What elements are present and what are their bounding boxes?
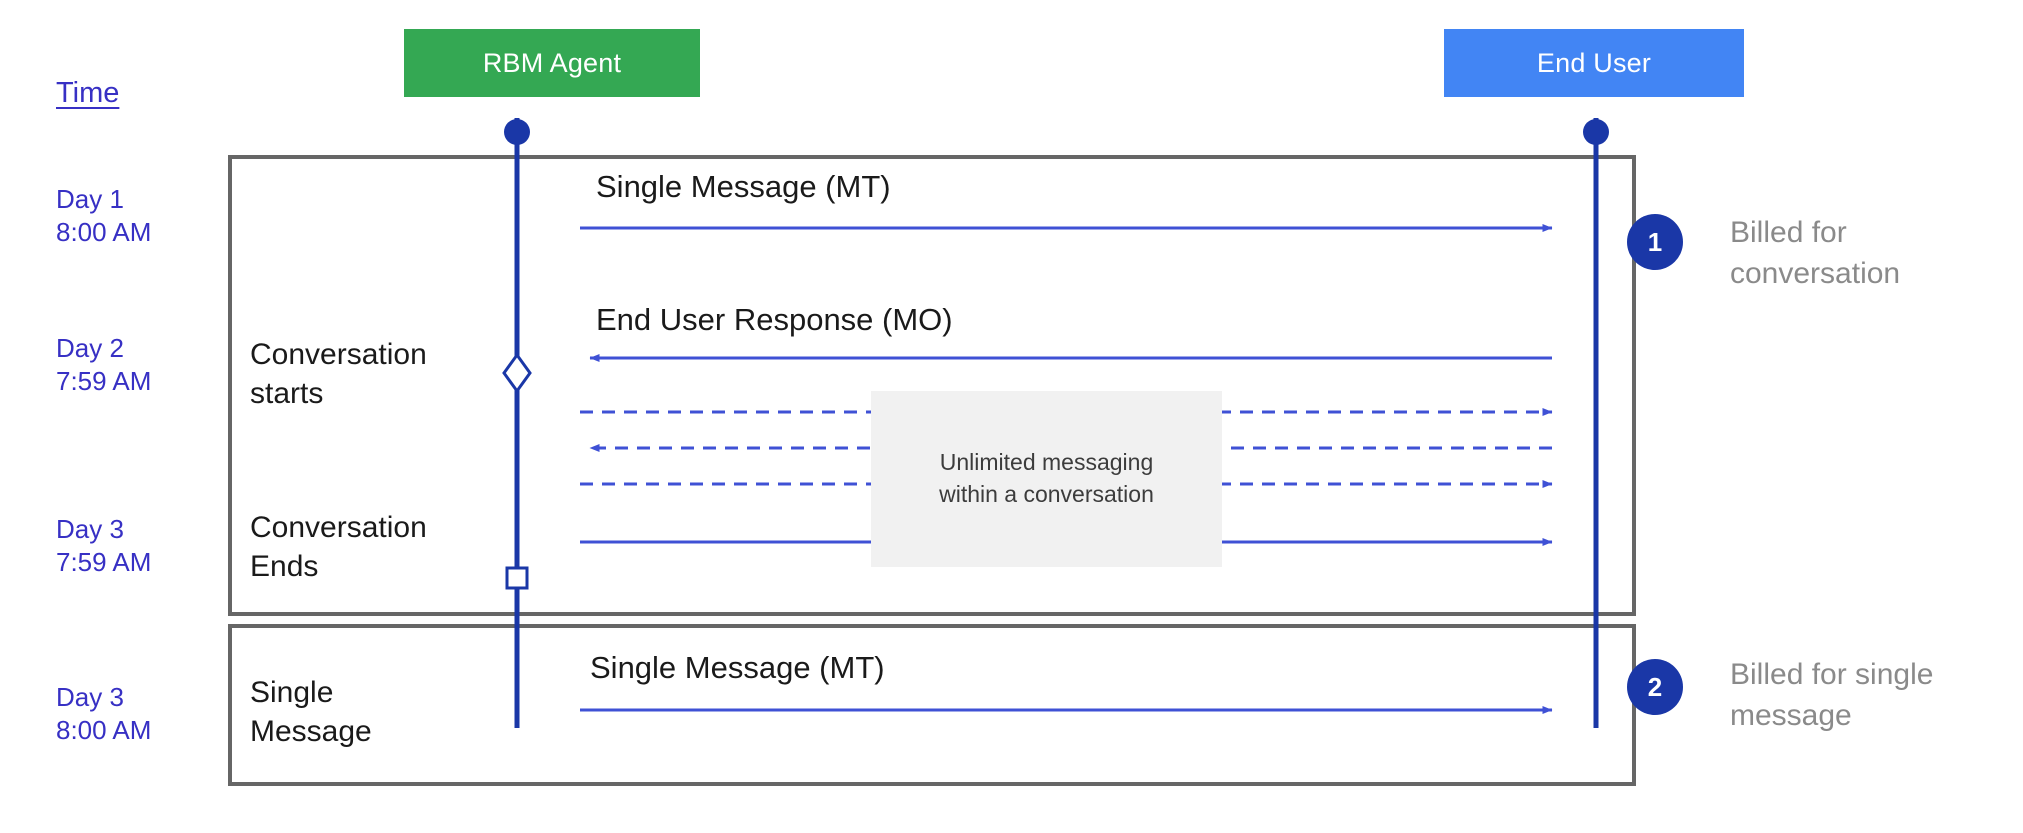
stage-label-conversation-ends: Conversation Ends	[250, 511, 427, 583]
callout-badge-1: 1	[1627, 214, 1683, 270]
time-axis-legend: Time	[56, 77, 120, 109]
actor-label-rbm-agent: RBM Agent	[482, 47, 622, 78]
actor-box-end-user: End User	[1444, 29, 1744, 97]
marker-conversation-start-diamond	[502, 352, 532, 394]
message-label-mt-2: Single Message (MT)	[590, 650, 885, 685]
callout-badge-2: 2	[1627, 659, 1683, 715]
message-label-mo-1: End User Response (MO)	[596, 302, 953, 337]
stage-label-conversation-starts: Conversation starts	[250, 338, 427, 410]
time-tick-day3-8am: Day 3 8:00 AM	[56, 682, 152, 746]
lifeline-head-rbm-agent	[504, 119, 530, 145]
lifeline-head-end-user	[1583, 119, 1609, 145]
callout-badge-2-number: 2	[1647, 671, 1663, 702]
time-tick-day2-759am: Day 2 7:59 AM	[56, 333, 152, 397]
time-tick-day1-8am: Day 1 8:00 AM	[56, 184, 152, 248]
actor-label-end-user: End User	[1536, 47, 1652, 78]
note-unlimited-messaging-text: Unlimited messaging within a conversatio…	[939, 449, 1154, 507]
message-label-mt-1: Single Message (MT)	[596, 169, 891, 204]
callout-text-billed-for-single-message: Billed for single message	[1730, 658, 1934, 733]
stage-label-single-message: Single Message	[250, 676, 372, 748]
callout-text-billed-for-conversation: Billed for conversation	[1730, 216, 1901, 291]
note-unlimited-messaging: Unlimited messaging within a conversatio…	[871, 391, 1222, 567]
frame-single-message	[228, 624, 1636, 786]
callout-badge-1-number: 1	[1647, 226, 1663, 257]
time-tick-day3-759am: Day 3 7:59 AM	[56, 514, 152, 578]
actor-box-rbm-agent: RBM Agent	[404, 29, 700, 97]
marker-conversation-end-square	[505, 566, 529, 590]
